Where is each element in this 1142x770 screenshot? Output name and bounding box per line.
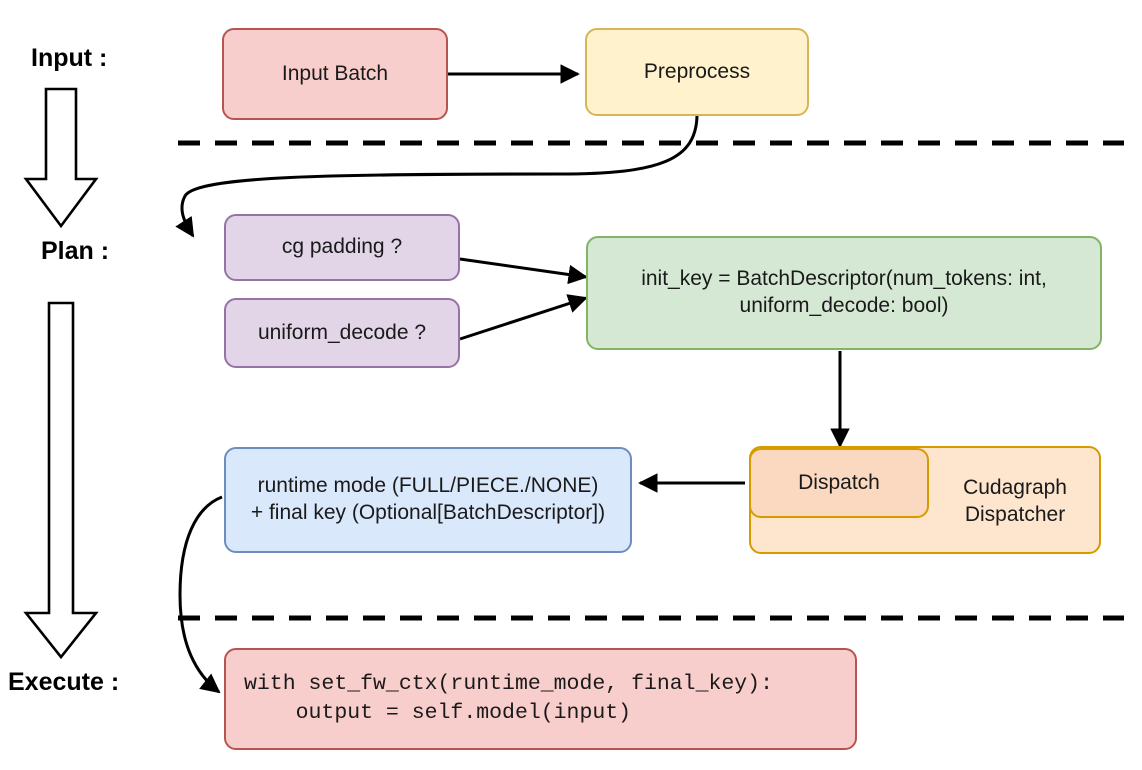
node-uniform-decode-label: uniform_decode ? bbox=[257, 320, 427, 344]
node-cg-padding-label: cg padding ? bbox=[281, 235, 403, 259]
node-preprocess-label: Preprocess bbox=[643, 59, 751, 83]
plan-to-execute-block-arrow bbox=[23, 301, 99, 660]
node-cudagraph-dispatcher-label: Cudagraph Dispatcher bbox=[963, 452, 1089, 529]
node-cudagraph-dispatcher-line2: Dispatcher bbox=[964, 503, 1066, 527]
node-execute-code[interactable]: with set_fw_ctx(runtime_mode, final_key)… bbox=[224, 648, 857, 750]
node-input-batch-label: Input Batch bbox=[281, 61, 389, 85]
uniform-decode-to-init-key-arrow bbox=[459, 294, 588, 341]
stage-label-plan: Plan : bbox=[41, 237, 110, 265]
node-execute-code-line2: output = self.model(input) bbox=[244, 701, 632, 725]
node-runtime-mode-line1: runtime mode (FULL/PIECE./NONE) bbox=[257, 474, 599, 498]
stage-label-execute: Execute : bbox=[8, 668, 120, 696]
cg-padding-to-init-key-arrow bbox=[459, 257, 588, 285]
node-input-batch[interactable]: Input Batch bbox=[222, 28, 448, 120]
runtime-mode-to-execute-code-arrow bbox=[178, 495, 223, 694]
input-to-plan-block-arrow bbox=[23, 87, 99, 229]
node-init-key-line2: uniform_decode: bool) bbox=[739, 294, 949, 317]
node-cudagraph-dispatcher-line1: Cudagraph bbox=[963, 476, 1067, 499]
node-uniform-decode[interactable]: uniform_decode ? bbox=[224, 298, 460, 368]
node-preprocess[interactable]: Preprocess bbox=[585, 28, 809, 116]
node-dispatch[interactable]: Dispatch bbox=[749, 448, 929, 518]
node-runtime-mode-line2: + final key (Optional[BatchDescriptor]) bbox=[250, 501, 606, 524]
node-init-key[interactable]: init_key = BatchDescriptor(num_tokens: i… bbox=[586, 236, 1102, 350]
node-runtime-mode[interactable]: runtime mode (FULL/PIECE./NONE) + final … bbox=[224, 447, 632, 553]
node-init-key-line1: init_key = BatchDescriptor(num_tokens: i… bbox=[641, 267, 1047, 291]
node-cg-padding[interactable]: cg padding ? bbox=[224, 214, 460, 281]
node-execute-code-line1: with set_fw_ctx(runtime_mode, final_key)… bbox=[244, 672, 773, 697]
node-dispatch-label: Dispatch bbox=[798, 470, 880, 494]
stage-label-input: Input : bbox=[31, 44, 108, 72]
